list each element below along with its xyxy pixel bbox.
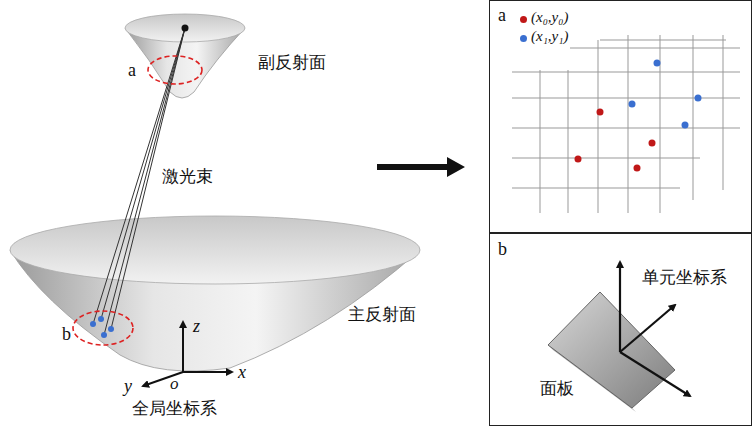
panel-label: 单元坐标系: [642, 267, 727, 287]
sub-reflector-rim: [125, 14, 245, 42]
region-b: [73, 311, 133, 345]
grid-points: [575, 60, 702, 172]
beam-label: 激光束: [162, 166, 213, 186]
part-name: 主反射面: [348, 304, 416, 324]
axis-label: y: [124, 376, 132, 398]
panel-letter: b: [498, 239, 507, 261]
main-reflector-rim: [10, 216, 420, 284]
panel-label: 面板: [540, 378, 574, 398]
axis-label: o: [170, 374, 179, 394]
legend-text: (x₁,y₁): [531, 27, 569, 45]
legend-swatch: [520, 35, 527, 42]
region-letter: a: [128, 60, 136, 82]
global-axes: [143, 322, 232, 386]
axis-label: x: [238, 362, 246, 384]
legend-text: (x₀,y₀): [531, 8, 569, 26]
grid: [512, 35, 740, 213]
region-a: [148, 56, 202, 84]
panel-letter: a: [498, 5, 506, 27]
region-letter: b: [62, 324, 71, 346]
laser-source: [182, 25, 189, 32]
part-name: 副反射面: [258, 52, 326, 72]
legend-swatch: [520, 16, 527, 23]
transition-arrow: [377, 157, 465, 177]
axis-label: z: [193, 316, 200, 338]
coordinate-label: 全局坐标系: [132, 398, 217, 418]
panel-box: a: [489, 0, 752, 234]
panel-box: b 单元坐标系面板: [489, 232, 752, 426]
target-points: [90, 316, 114, 338]
